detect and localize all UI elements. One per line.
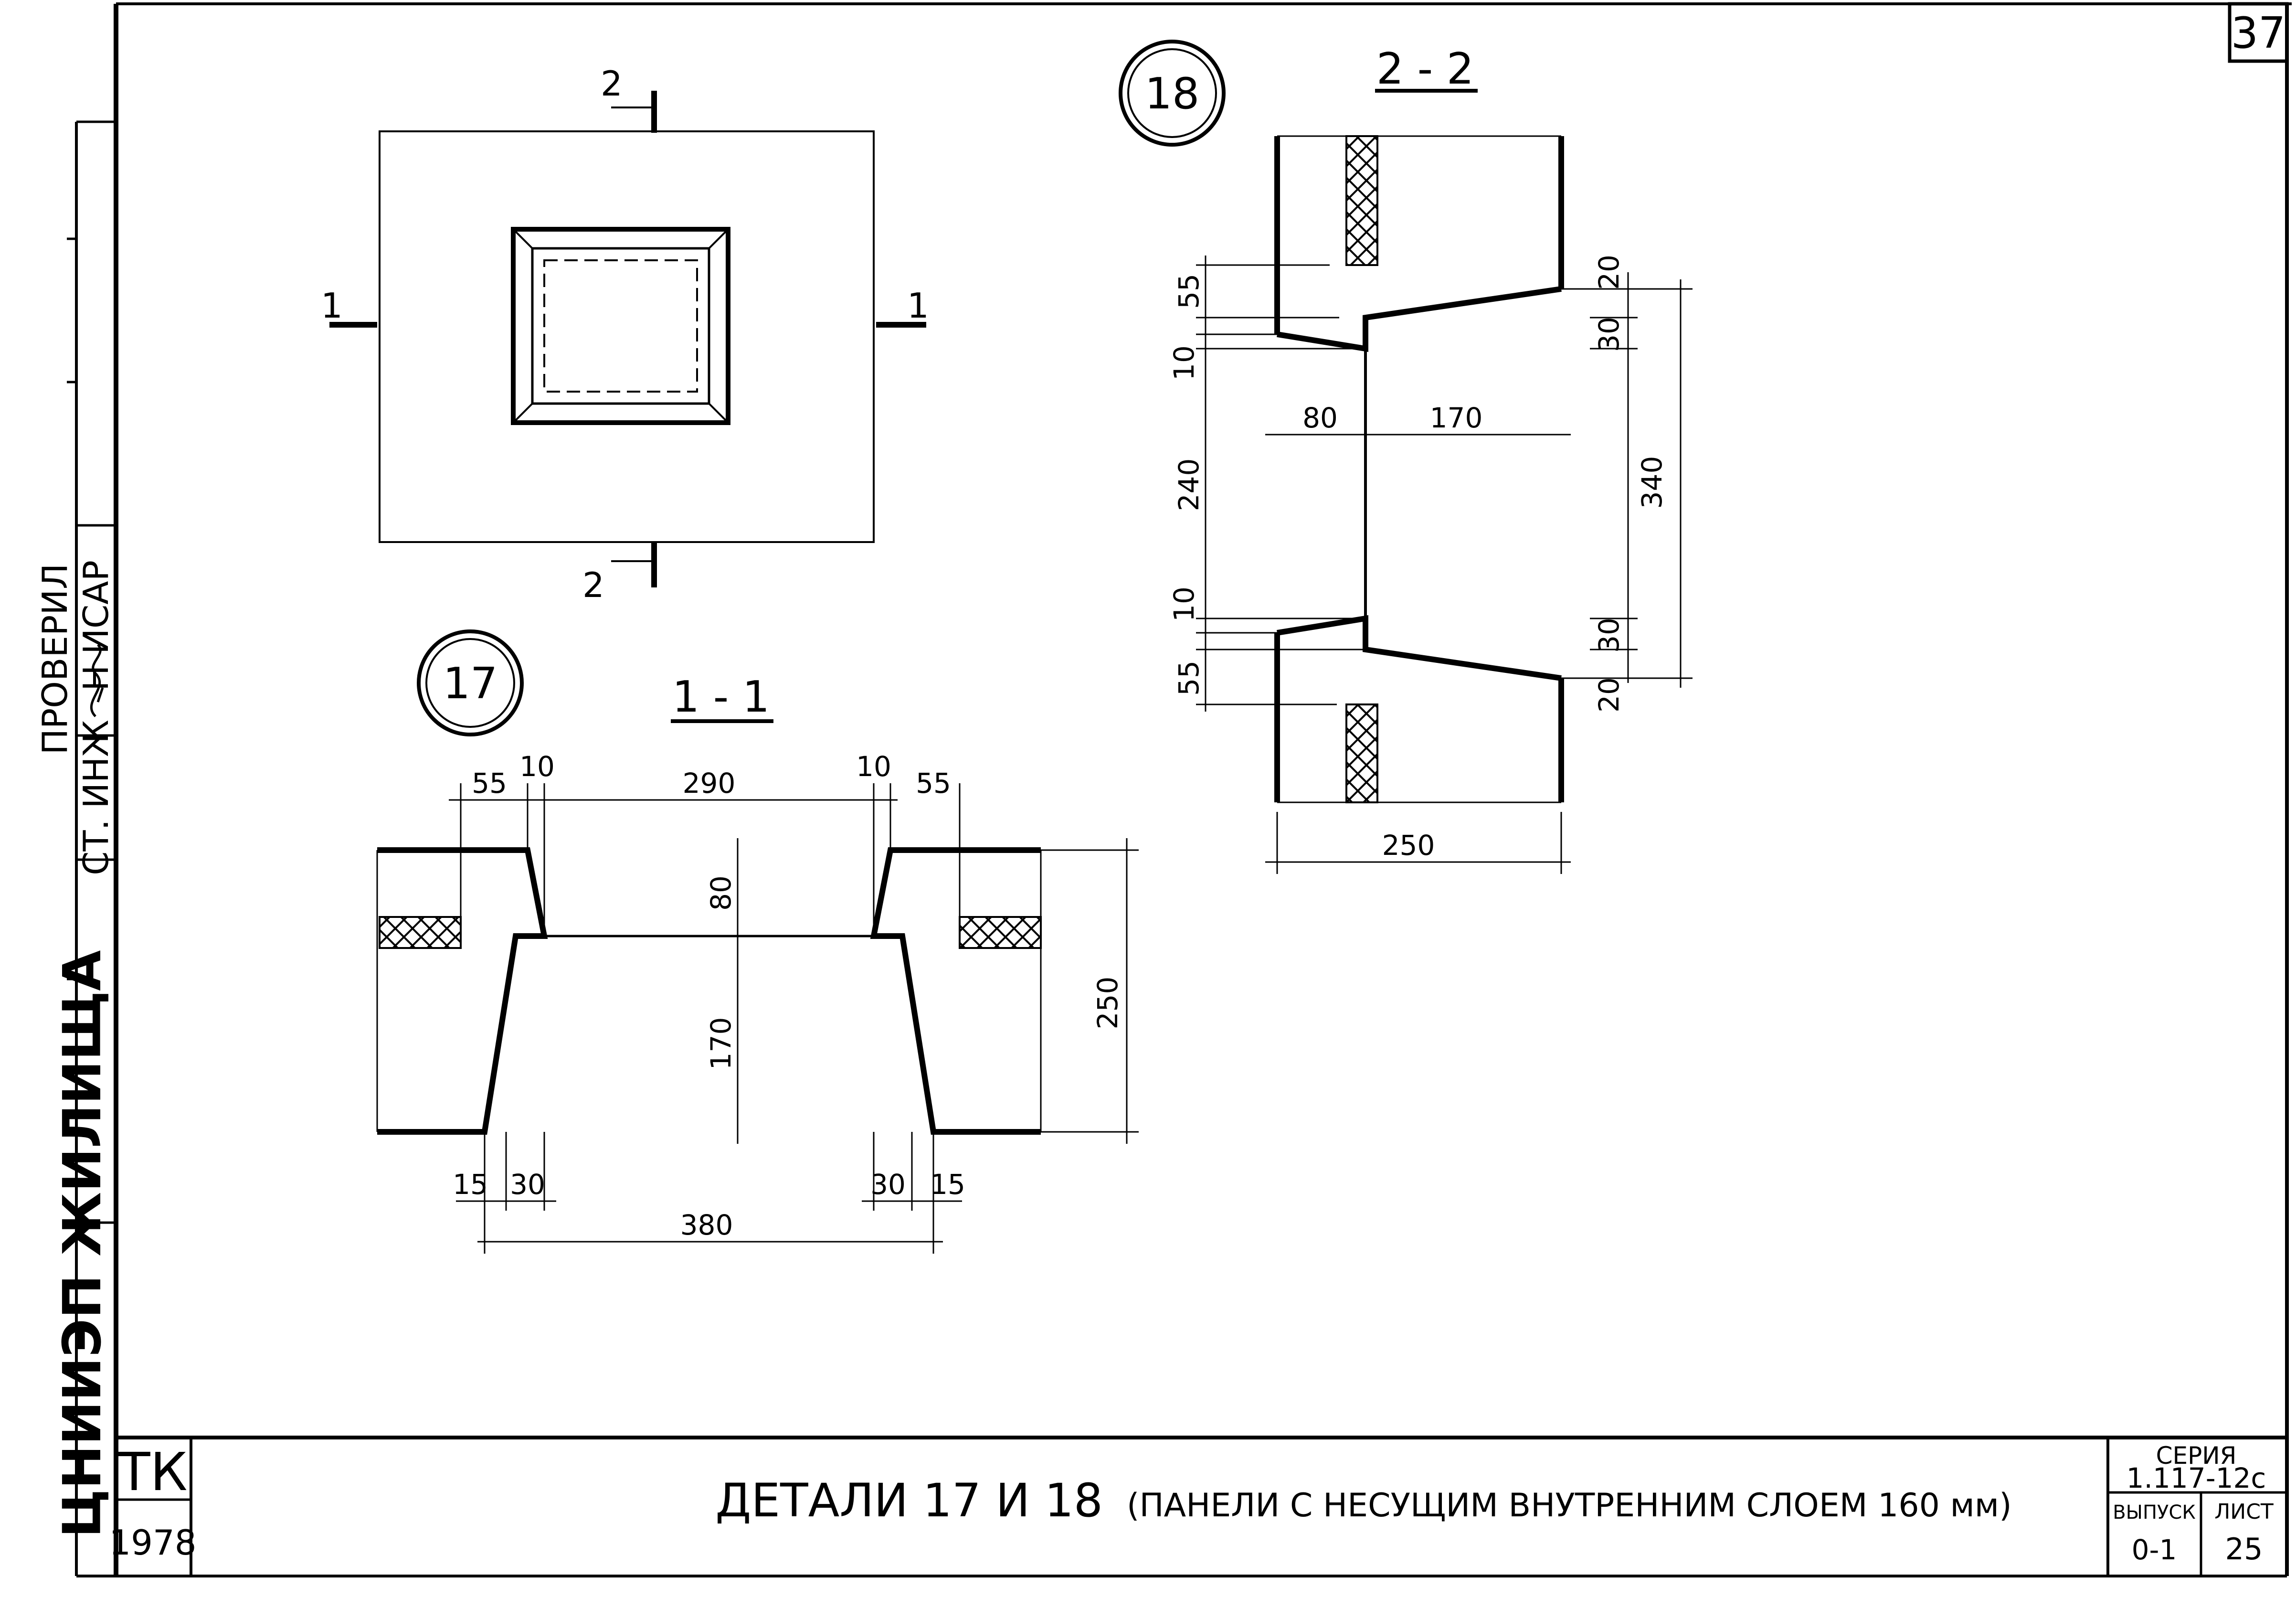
dim-17-30-left: 30 xyxy=(510,1168,545,1201)
issue-value: 0-1 xyxy=(2132,1534,2177,1566)
detail-17-number: 17 xyxy=(443,659,498,709)
dim-18-240: 240 xyxy=(1173,458,1205,511)
dim-18-250: 250 xyxy=(1382,829,1435,862)
stamp-org-vertical: ЦНИИЭП ЖИЛИЩА xyxy=(52,950,113,1538)
title-year: 1978 xyxy=(109,1523,196,1563)
sheet-label: ЛИСТ xyxy=(2214,1500,2274,1524)
series-value: 1.117-12с xyxy=(2127,1462,2266,1494)
title-subtitle: (ПАНЕЛИ С НЕСУЩИМ ВНУТРЕННИМ СЛОЕМ 160 м… xyxy=(1127,1487,2012,1524)
dim-17-250: 250 xyxy=(1091,977,1124,1030)
detail-18-section-title: 2 - 2 xyxy=(1376,44,1474,94)
stamp-role-1: СТ. ИНЖ xyxy=(76,720,116,875)
section-mark-top: 2 xyxy=(601,64,623,104)
detail-17: 17 1 - 1 55 10 290 10 55 80 170 250 xyxy=(376,629,1139,1254)
detail-18: 18 2 - 2 55 10 240 10 55 80 170 xyxy=(1119,40,1693,874)
corner-number: 37 xyxy=(2231,8,2286,58)
dim-17-15-left: 15 xyxy=(453,1168,488,1201)
dim-18-10-bot: 10 xyxy=(1168,586,1200,622)
dim-17-80: 80 xyxy=(705,875,737,911)
stamp-name: Н ИСАР xyxy=(76,560,116,691)
stamp-role-2: ПРОВЕРИЛ xyxy=(35,564,75,755)
dim-18-170: 170 xyxy=(1430,402,1483,434)
dim-18-55-bot: 55 xyxy=(1173,661,1205,696)
sheet-value: 25 xyxy=(2225,1532,2263,1566)
dim-18-30-bot: 30 xyxy=(1593,618,1625,653)
dim-17-15-right: 15 xyxy=(930,1168,965,1201)
signature xyxy=(90,644,104,717)
section-mark-left: 1 xyxy=(321,286,343,326)
title-main: ДЕТАЛИ 17 И 18 xyxy=(715,1474,1103,1527)
dim-18-20-bot: 20 xyxy=(1593,677,1625,713)
title-block: ТК 1978 ДЕТАЛИ 17 И 18 (ПАНЕЛИ С НЕСУЩИМ… xyxy=(109,1438,2287,1576)
dim-18-10-top: 10 xyxy=(1168,345,1200,381)
dim-18-80: 80 xyxy=(1302,402,1338,434)
series-label: СЕРИЯ xyxy=(2156,1442,2237,1470)
plan-view: 2 2 1 1 xyxy=(321,64,929,605)
dim-18-20-top: 20 xyxy=(1593,255,1625,290)
detail-18-number: 18 xyxy=(1145,69,1200,119)
dim-17-170: 170 xyxy=(705,1017,737,1070)
side-stamp: Н ИСАР СТ. ИНЖ ПРОВЕРИЛ ЦНИИЭП ЖИЛИЩА xyxy=(35,237,116,1538)
section-mark-right: 1 xyxy=(907,286,929,326)
title-org: ТК xyxy=(117,1441,187,1502)
detail-17-section-title: 1 - 1 xyxy=(672,672,770,722)
dim-17-290: 290 xyxy=(683,767,736,799)
corner-number-box: 37 xyxy=(2228,2,2289,63)
section-mark-bottom: 2 xyxy=(582,565,604,605)
dim-17-380: 380 xyxy=(680,1209,733,1241)
issue-label: ВЫПУСК xyxy=(2113,1502,2196,1523)
dim-18-55-top: 55 xyxy=(1173,274,1205,309)
dim-17-10-right: 10 xyxy=(856,750,891,783)
dim-18-30-top: 30 xyxy=(1593,317,1625,352)
dim-17-10-left: 10 xyxy=(519,750,555,783)
dim-17-30-right: 30 xyxy=(870,1168,906,1201)
sheet-frame xyxy=(75,2,2292,1577)
dim-18-340: 340 xyxy=(1636,456,1668,509)
dim-17-55-left: 55 xyxy=(472,767,507,799)
dim-17-55-right: 55 xyxy=(916,767,951,799)
